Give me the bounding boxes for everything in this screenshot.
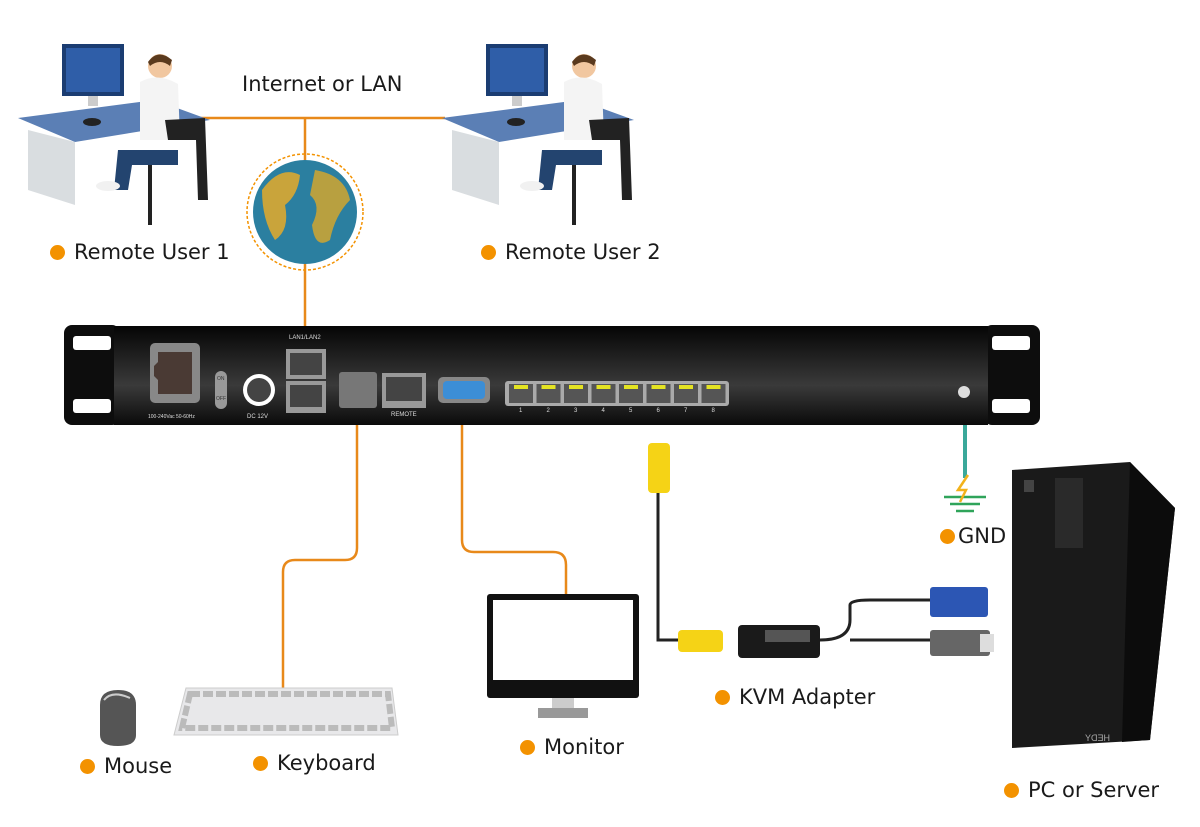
label-monitor: Monitor <box>520 735 624 759</box>
pc-tower-illustration <box>1012 462 1175 748</box>
power-rating-label: 100-240Vac 50-60Hz <box>148 414 195 420</box>
bullet-dot <box>80 758 95 774</box>
label-text: PC or Server <box>1028 778 1160 802</box>
switch-off-label: OFF <box>216 396 226 402</box>
bullet-dot <box>481 244 496 260</box>
bullet-dot <box>1004 782 1019 798</box>
label-text: Remote User 2 <box>505 240 661 264</box>
port-number: 1 <box>519 408 523 414</box>
port-pins <box>569 385 583 389</box>
port-number: 8 <box>711 408 715 414</box>
bullet-dot <box>715 689 730 705</box>
ground-icon <box>944 474 986 513</box>
port-number: 4 <box>601 408 605 414</box>
lan-port-label: LAN1/LAN2 <box>289 335 321 341</box>
label-text: KVM Adapter <box>739 685 876 709</box>
bullet-dot <box>520 739 535 755</box>
remote-user-2-illustration <box>442 44 634 225</box>
kvm-switch-device <box>64 325 1040 425</box>
label-keyboard: Keyboard <box>253 751 376 775</box>
remote-port-label: REMOTE <box>391 412 417 418</box>
label-remote-user-2: Remote User 2 <box>481 240 661 264</box>
label-text: GND <box>958 524 1007 548</box>
bullet-dot <box>253 755 268 771</box>
remote-user-1-illustration <box>18 44 210 225</box>
globe-icon <box>246 153 364 271</box>
pc-logo: HEDY <box>1085 733 1111 743</box>
port-pins <box>624 385 638 389</box>
port-number: 2 <box>546 408 550 414</box>
label-text: Mouse <box>104 754 173 778</box>
label-gnd: GND <box>940 524 1006 548</box>
label-kvm-adapter: KVM Adapter <box>715 685 875 709</box>
kvm-adapter-illustration <box>648 443 994 658</box>
port-number: 7 <box>684 408 688 414</box>
port-number: 6 <box>656 408 660 414</box>
port-number: 5 <box>629 408 633 414</box>
label-text: Remote User 1 <box>74 240 230 264</box>
switch-on-label: ON <box>217 376 225 382</box>
label-text: Keyboard <box>277 751 376 775</box>
dc-label: DC 12V <box>247 414 269 420</box>
port-pins <box>514 385 528 389</box>
port-pins <box>651 385 666 389</box>
kvm-port-row <box>509 384 726 403</box>
label-pc-server: PC or Server <box>1004 778 1159 802</box>
port-pins <box>706 385 721 389</box>
port-pins <box>541 385 556 389</box>
bullet-dot <box>940 528 955 544</box>
keyboard-illustration <box>173 687 399 736</box>
label-remote-user-1: Remote User 1 <box>50 240 230 264</box>
label-text: Monitor <box>544 735 624 759</box>
port-pins <box>679 385 693 389</box>
monitor-illustration <box>487 594 639 718</box>
network-cables <box>200 116 568 690</box>
port-number: 3 <box>574 408 578 414</box>
network-label: Internet or LAN <box>242 72 403 96</box>
mouse-illustration <box>100 690 136 746</box>
bullet-dot <box>50 244 65 260</box>
label-mouse: Mouse <box>80 754 172 778</box>
port-pins <box>596 385 611 389</box>
